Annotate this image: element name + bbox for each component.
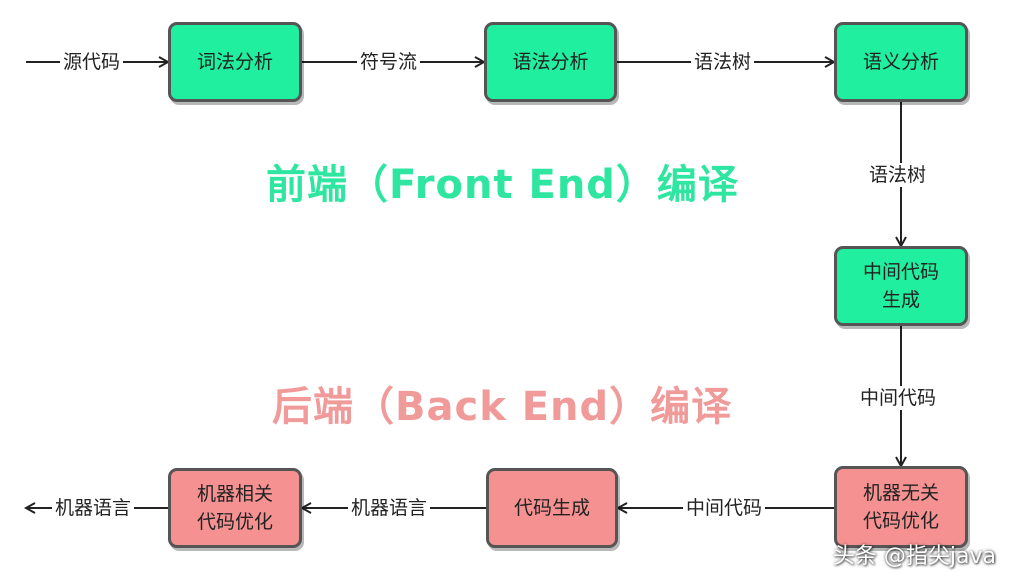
edge-label-syntax-tree-top: 语法树: [691, 50, 755, 74]
edge-label-source-code: 源代码: [60, 50, 124, 74]
watermark: 头条 @指尖java: [832, 544, 996, 569]
edge-label-machine-lang-out: 机器语言: [52, 496, 135, 520]
edge-label-syntax-tree-right: 语法树: [866, 163, 930, 187]
edge-label-machine-lang-mid: 机器语言: [348, 496, 431, 520]
back-end-title: 后端（Back End）编译: [272, 384, 733, 430]
node-semantic-analysis: 语义分析: [834, 22, 968, 102]
node-lexical-analysis: 词法分析: [168, 22, 302, 102]
front-end-title: 前端（Front End）编译: [266, 162, 739, 208]
node-machine-independent-optimization: 机器无关 代码优化: [834, 466, 968, 548]
node-ir-generation: 中间代码 生成: [834, 246, 968, 326]
edge-label-ir-bottom: 中间代码: [683, 496, 766, 520]
node-code-generation: 代码生成: [486, 468, 618, 548]
edge-label-token-stream: 符号流: [357, 50, 421, 74]
node-machine-dependent-optimization: 机器相关 代码优化: [168, 468, 302, 548]
edge-label-ir-right: 中间代码: [857, 386, 940, 410]
node-syntax-analysis: 语法分析: [484, 22, 617, 102]
